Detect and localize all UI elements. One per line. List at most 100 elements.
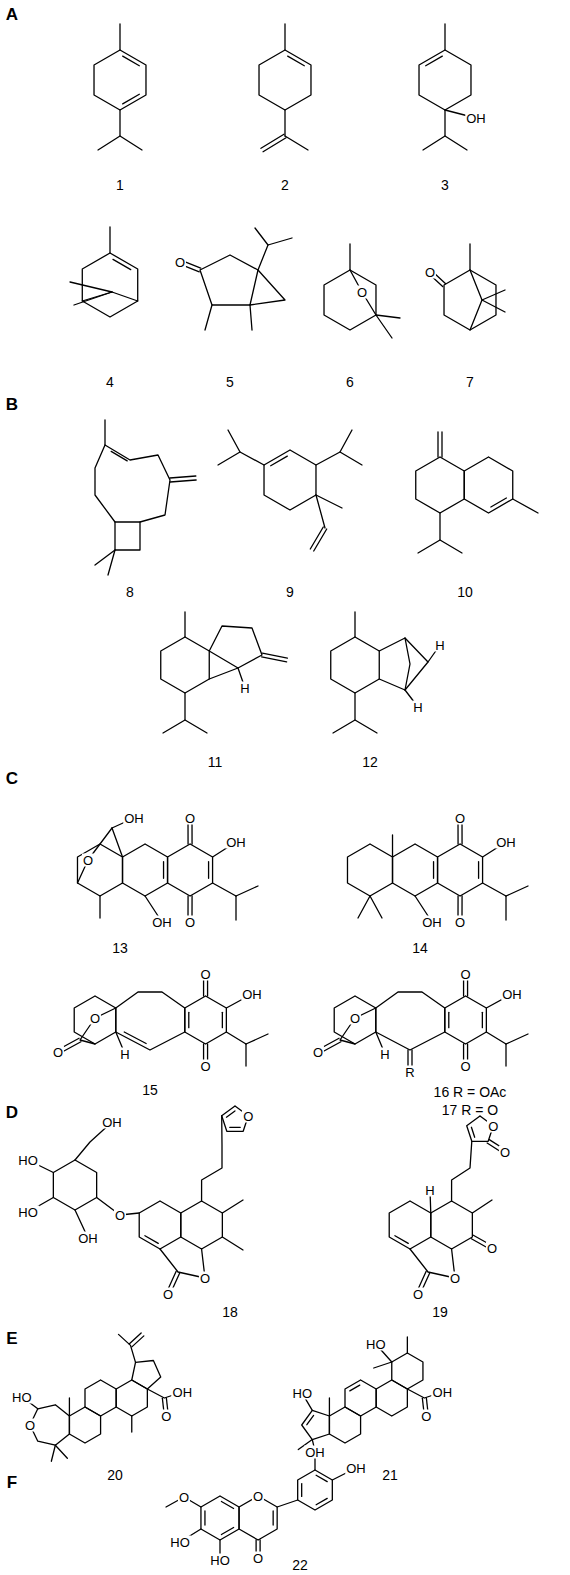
atom-label: O — [200, 1060, 212, 1073]
bond-line — [333, 720, 377, 733]
atom-label: O — [349, 1012, 361, 1025]
bond-line — [506, 886, 528, 896]
bond-line — [316, 1498, 327, 1504]
bond-line — [264, 450, 316, 510]
bond-line — [188, 1012, 189, 1027]
bond-line — [316, 495, 342, 508]
bond-line — [298, 1470, 333, 1510]
bond-line — [104, 420, 105, 445]
bond-line — [74, 996, 116, 1044]
bond-line — [445, 996, 487, 1044]
atom-label: O — [162, 1288, 174, 1301]
bond-line — [370, 896, 382, 918]
bond-line — [108, 550, 115, 575]
bond-line — [139, 1201, 181, 1249]
bond-line — [163, 862, 164, 879]
atom-label: O — [454, 916, 466, 929]
bond-line — [132, 1361, 161, 1389]
atom-label: O — [160, 1410, 172, 1423]
atom-label: O — [52, 1046, 64, 1059]
compound-number: 7 — [466, 375, 474, 389]
bond-line — [240, 452, 264, 465]
atom-label: H — [379, 1048, 390, 1061]
bond-line — [168, 844, 213, 896]
bond-line — [345, 1380, 376, 1416]
bond-line — [70, 282, 112, 292]
bond-line — [131, 1416, 132, 1432]
bond-line — [307, 1415, 314, 1424]
compound-number: 21 — [382, 1468, 398, 1482]
bond-line — [350, 1385, 360, 1391]
bond-line — [491, 498, 507, 507]
atom-label: H — [434, 639, 445, 652]
bond-line — [95, 445, 170, 522]
bond-line — [393, 844, 438, 896]
atom-label: OH — [123, 812, 145, 825]
bond-line — [376, 1380, 407, 1416]
bond-line — [259, 50, 311, 110]
atom-label: OH — [172, 1386, 194, 1399]
compound-number: 10 — [457, 585, 473, 599]
bond-line — [226, 1111, 235, 1117]
bond-line — [184, 693, 185, 720]
atom-label: OH — [421, 916, 443, 929]
panel-letter: C — [6, 770, 18, 787]
bond-line — [119, 110, 120, 136]
bond-line — [433, 862, 434, 879]
bond-line — [392, 1353, 423, 1389]
atom-label: O — [200, 968, 212, 981]
bond-line — [170, 480, 196, 482]
bond-line — [53, 1160, 96, 1210]
bond-line — [262, 653, 287, 658]
bond-line — [116, 992, 185, 1050]
bond-line — [452, 1141, 472, 1201]
compound-number: 19 — [432, 1305, 448, 1319]
bond-line — [209, 626, 262, 668]
bond-line — [483, 883, 506, 896]
atom-label: O — [184, 812, 196, 825]
compound-number: 17 R = O — [442, 1103, 498, 1117]
bond-line — [444, 110, 445, 136]
atom-label: O — [312, 1046, 324, 1059]
atom-label: O — [486, 1242, 498, 1255]
bond-line — [119, 24, 120, 50]
atom-label: OH — [495, 836, 517, 849]
compound-number: 1 — [116, 178, 124, 192]
atom-label: O — [24, 1419, 36, 1432]
bond-line — [132, 1336, 144, 1347]
bond-line — [273, 1511, 274, 1525]
bond-line — [469, 244, 470, 270]
compound-number: 12 — [362, 755, 378, 769]
bond-line — [115, 522, 140, 550]
bond-line — [94, 50, 146, 110]
atom-label: O — [252, 1552, 264, 1565]
atom-label: HO — [11, 1390, 33, 1403]
bond-line — [329, 1407, 360, 1443]
bond-line — [354, 612, 355, 637]
bond-line — [74, 292, 112, 305]
bond-line — [226, 1032, 246, 1044]
atom-label: HO — [365, 1338, 387, 1351]
bond-line — [129, 1333, 141, 1344]
bond-line — [423, 136, 467, 150]
atom-label: O — [499, 1146, 511, 1159]
bond-line — [112, 828, 123, 857]
bond-line — [444, 24, 445, 50]
bond-line — [419, 50, 471, 110]
atom-label: O — [242, 1109, 254, 1122]
bond-line — [472, 1200, 492, 1213]
bond-line — [374, 1362, 392, 1368]
atom-label: O — [82, 854, 94, 867]
atom-label: H — [424, 1184, 435, 1197]
bond-line — [302, 1410, 330, 1439]
bond-line — [439, 513, 440, 540]
bond-line — [170, 476, 196, 478]
bond-line — [123, 94, 140, 104]
atom-label: OH — [241, 988, 263, 1001]
bond-line — [145, 1236, 158, 1244]
bond-line — [314, 529, 327, 551]
bond-line — [222, 1200, 243, 1213]
bond-line — [213, 883, 236, 896]
bond-line — [200, 255, 258, 305]
